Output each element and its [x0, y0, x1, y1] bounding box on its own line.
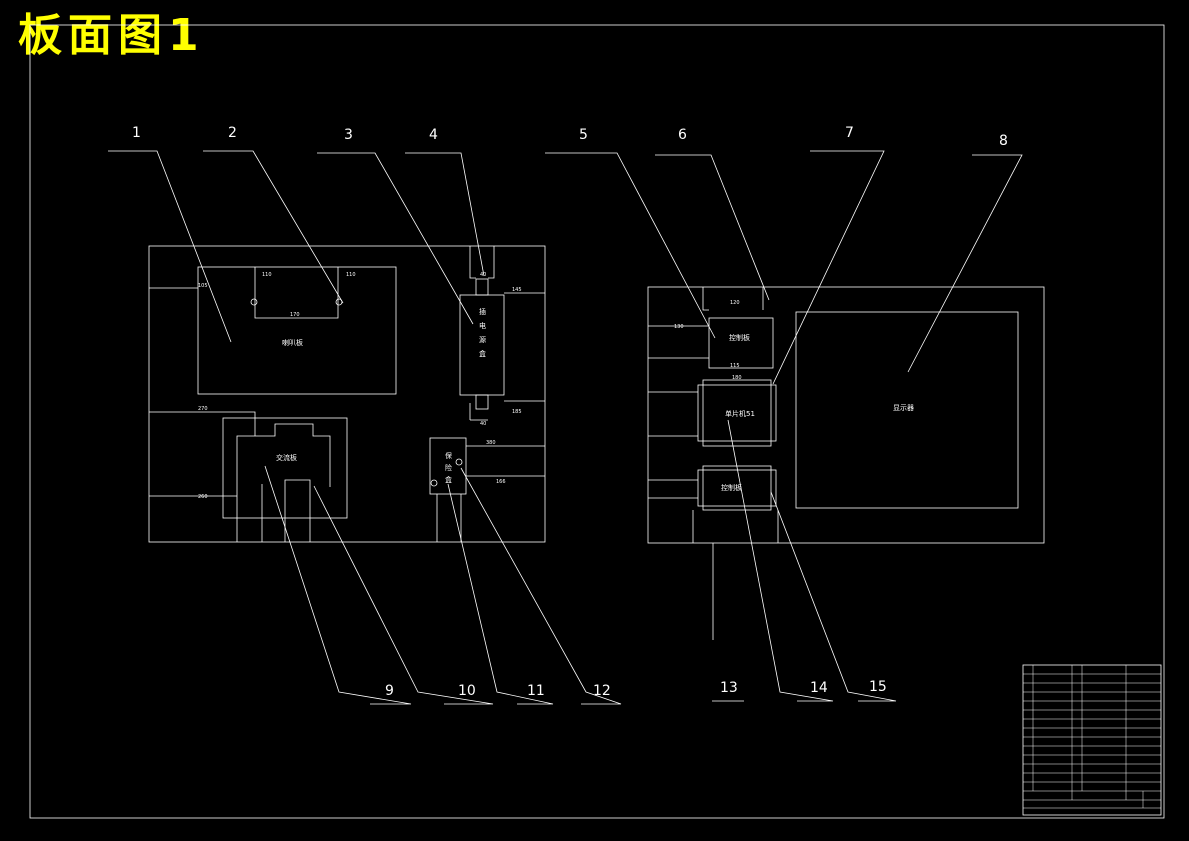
- leader-14: 14: [810, 680, 828, 696]
- dim-label: 120: [730, 300, 740, 306]
- power-strip-label-2: 电: [479, 321, 486, 330]
- left-panel: [148, 245, 546, 543]
- ac-box-label: 交流板: [276, 453, 297, 462]
- power-strip-label-1: 插: [479, 307, 486, 316]
- display-label: 显示器: [893, 404, 914, 412]
- speaker-label: 喇叭板: [282, 338, 303, 347]
- speaker-box: [197, 266, 397, 395]
- fuse-box-label-1: 保: [445, 451, 452, 460]
- leader-10: 10: [458, 683, 476, 699]
- dim-label: 185: [512, 409, 522, 415]
- leader-4: 4: [429, 127, 438, 143]
- control-board-label: 控制板: [721, 483, 742, 492]
- dim-label: 115: [730, 363, 740, 369]
- mcu-label: 单片机51: [725, 409, 755, 418]
- right-panel: [647, 286, 1045, 544]
- dim-label: 166: [496, 479, 506, 485]
- leader-1: 1: [132, 125, 141, 141]
- dim-label: 110: [346, 272, 356, 278]
- dim-label: 180: [732, 375, 742, 381]
- fuse-box-label-2: 险: [445, 463, 452, 472]
- mcu-box: [697, 384, 777, 442]
- switch-panel-label: 控制板: [729, 333, 750, 342]
- title-block: [1022, 664, 1162, 816]
- leader-7: 7: [845, 125, 854, 141]
- control-box: [697, 469, 777, 507]
- dim-label: 380: [486, 440, 496, 446]
- dim-label: 170: [290, 312, 300, 318]
- dim-label: 105: [198, 283, 208, 289]
- dim-label: 110: [262, 272, 272, 278]
- fuse-box-label-3: 盒: [445, 475, 452, 484]
- drawing-title: 板面图1: [18, 10, 205, 61]
- display-box: [795, 311, 1019, 509]
- dim-label: 40: [480, 421, 486, 427]
- leader-12: 12: [593, 683, 611, 699]
- leader-5: 5: [579, 127, 588, 143]
- dim-label: 145: [512, 287, 522, 293]
- dim-label: 270: [198, 406, 208, 412]
- leader-9: 9: [385, 683, 394, 699]
- dim-label: 260: [198, 494, 208, 500]
- dim-label: 130: [674, 324, 684, 330]
- power-strip-label-3: 源: [479, 335, 486, 344]
- fuse-box: [429, 437, 467, 495]
- leader-13: 13: [720, 680, 738, 696]
- dim-label: 40: [480, 272, 486, 278]
- leader-3: 3: [344, 127, 353, 143]
- leader-2: 2: [228, 125, 237, 141]
- leader-8: 8: [999, 133, 1008, 149]
- leader-11: 11: [527, 683, 545, 699]
- leader-6: 6: [678, 127, 687, 143]
- power-strip-label-4: 盒: [479, 349, 486, 358]
- switch-panel-box: [708, 317, 774, 369]
- leader-15: 15: [869, 679, 887, 695]
- outer-frame: [29, 24, 1165, 819]
